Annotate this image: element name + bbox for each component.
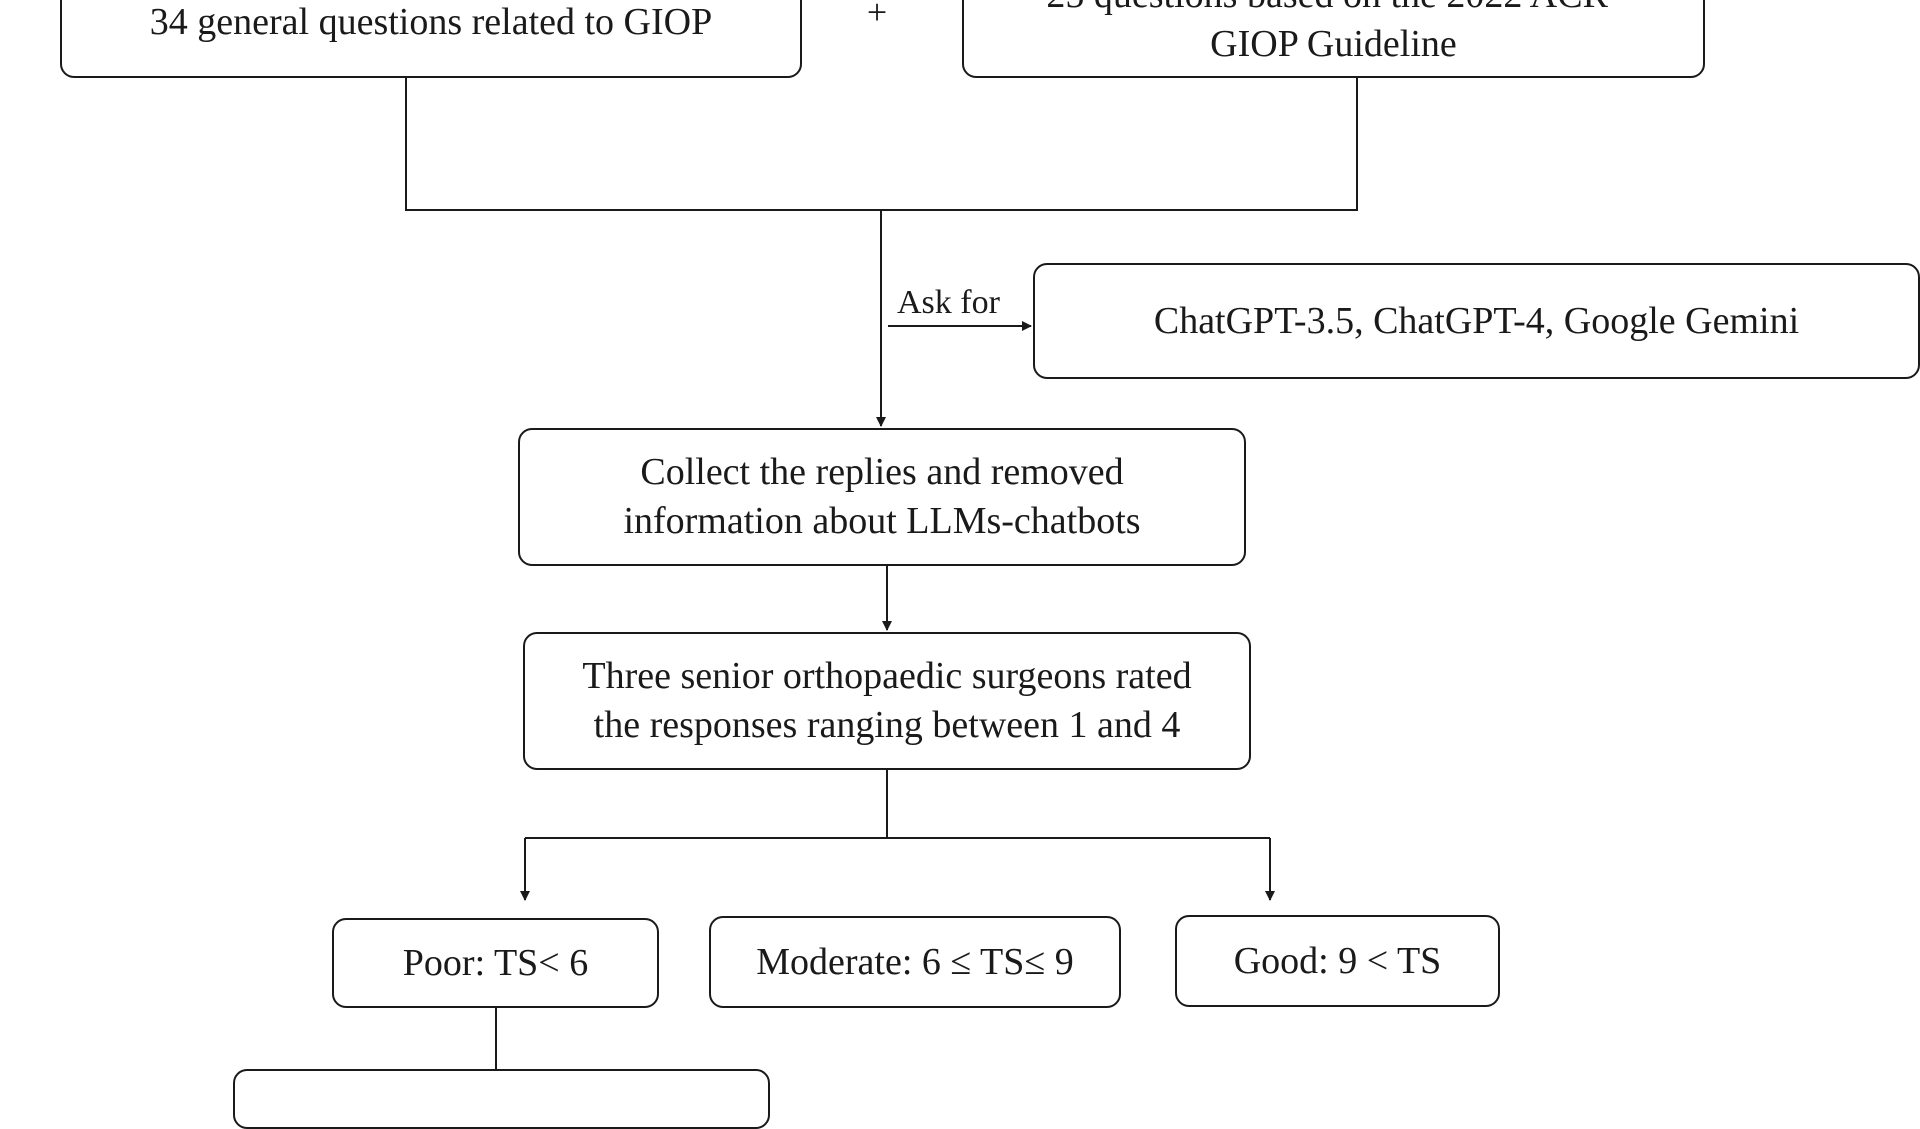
edge-label-ask-for: Ask for xyxy=(897,284,1000,321)
node-surgeons-rated: Three senior orthopaedic surgeons rated … xyxy=(523,632,1251,770)
node-poor: Poor: TS< 6 xyxy=(332,918,659,1008)
node-text-line: the responses ranging between 1 and 4 xyxy=(593,704,1181,746)
node-general-questions: 34 general questions related to GIOP xyxy=(60,0,802,78)
node-bottom-partial xyxy=(233,1069,770,1129)
node-text-line: 25 questions based on the 2022 ACR- xyxy=(1046,0,1620,20)
node-text-line: 34 general questions related to GIOP xyxy=(149,1,713,43)
connector-lines xyxy=(405,78,1358,1069)
node-text-line: ChatGPT-3.5, ChatGPT-4, Google Gemini xyxy=(1153,299,1800,342)
plus-symbol: + xyxy=(866,0,888,32)
node-chatbots: ChatGPT-3.5, ChatGPT-4, Google Gemini xyxy=(1033,263,1920,379)
node-text-line: Poor: TS< 6 xyxy=(402,941,589,984)
node-text-line: Good: 9 < TS xyxy=(1233,939,1442,982)
merge-line xyxy=(405,78,1358,211)
node-good: Good: 9 < TS xyxy=(1175,915,1500,1007)
split-line xyxy=(525,770,1270,839)
node-guideline-questions: 25 questions based on the 2022 ACR- GIOP… xyxy=(962,0,1705,78)
node-moderate: Moderate: 6 ≤ TS≤ 9 xyxy=(709,916,1121,1008)
node-collect-replies: Collect the replies and removed informat… xyxy=(518,428,1246,566)
node-text-line: GIOP Guideline xyxy=(1210,23,1457,65)
flowchart: 34 general questions related to GIOP + 2… xyxy=(60,0,1920,1129)
node-text-line: Collect the replies and removed xyxy=(640,451,1124,493)
node-text-line: Three senior orthopaedic surgeons rated xyxy=(582,655,1192,697)
node-text-line: Moderate: 6 ≤ TS≤ 9 xyxy=(756,940,1074,983)
node-text-line: information about LLMs-chatbots xyxy=(623,500,1141,542)
